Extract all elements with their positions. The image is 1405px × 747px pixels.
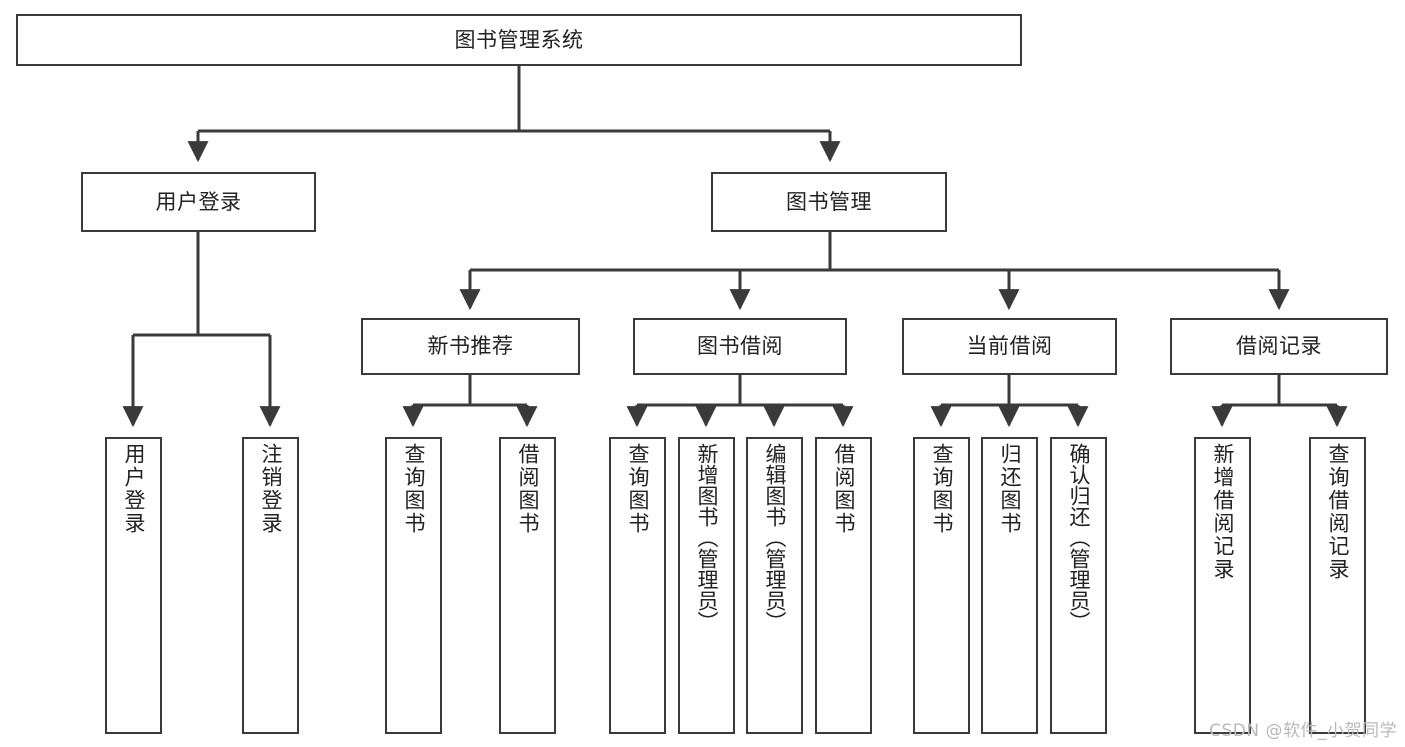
node-label: 用户登录 <box>155 189 242 214</box>
node-label: 查询图书 <box>930 443 954 535</box>
leaf-borrow-query-book[interactable]: 查询图书 <box>609 437 666 734</box>
leaf-record-query-record[interactable]: 查询借阅记录 <box>1309 437 1366 734</box>
leaf-new-book-query-book[interactable]: 查询图书 <box>385 437 442 734</box>
node-label: 查询图书 <box>626 443 650 535</box>
node-user-login[interactable]: 用户登录 <box>81 172 316 232</box>
leaf-new-book-borrow-book[interactable]: 借阅图书 <box>499 437 556 734</box>
leaf-borrow-add-book-admin[interactable]: 新增图书（管理员） <box>678 437 735 734</box>
node-label: 借阅图书 <box>516 443 540 535</box>
node-label: 图书借阅 <box>697 334 783 359</box>
node-book-management[interactable]: 图书管理 <box>711 172 947 232</box>
leaf-borrow-edit-book-admin[interactable]: 编辑图书（管理员） <box>746 437 803 734</box>
leaf-current-confirm-return-admin[interactable]: 确认归还（管理员） <box>1050 437 1107 734</box>
node-book-borrow[interactable]: 图书借阅 <box>633 318 847 375</box>
node-label: 新增借阅记录 <box>1211 443 1235 581</box>
node-label: 借阅记录 <box>1236 334 1322 359</box>
node-label: 查询借阅记录 <box>1326 443 1350 581</box>
node-root-book-management-system[interactable]: 图书管理系统 <box>16 14 1022 66</box>
node-label: 确认归还（管理员） <box>1067 443 1091 632</box>
node-label: 借阅图书 <box>832 443 856 535</box>
node-label: 图书管理 <box>786 189 872 214</box>
node-label: 注销登录 <box>259 443 283 535</box>
node-new-book-recommend[interactable]: 新书推荐 <box>361 318 580 375</box>
node-label: 归还图书 <box>998 443 1022 535</box>
node-label: 用户登录 <box>122 443 146 535</box>
node-label: 新书推荐 <box>427 334 514 359</box>
node-label: 图书管理系统 <box>454 27 584 52</box>
leaf-record-add-record[interactable]: 新增借阅记录 <box>1194 437 1251 734</box>
leaf-borrow-borrow-book[interactable]: 借阅图书 <box>815 437 872 734</box>
node-current-borrow[interactable]: 当前借阅 <box>902 318 1117 375</box>
node-label: 当前借阅 <box>966 334 1053 359</box>
csdn-watermark: CSDN @软件_小贺同学 <box>1209 721 1397 741</box>
node-borrow-record[interactable]: 借阅记录 <box>1170 318 1388 375</box>
node-label: 编辑图书（管理员） <box>763 443 787 632</box>
leaf-user-login-logout[interactable]: 注销登录 <box>242 437 299 734</box>
leaf-user-login-login[interactable]: 用户登录 <box>105 437 162 734</box>
node-label: 新增图书（管理员） <box>695 443 719 632</box>
leaf-current-query-book[interactable]: 查询图书 <box>913 437 970 734</box>
leaf-current-return-book[interactable]: 归还图书 <box>981 437 1038 734</box>
node-label: 查询图书 <box>402 443 426 535</box>
